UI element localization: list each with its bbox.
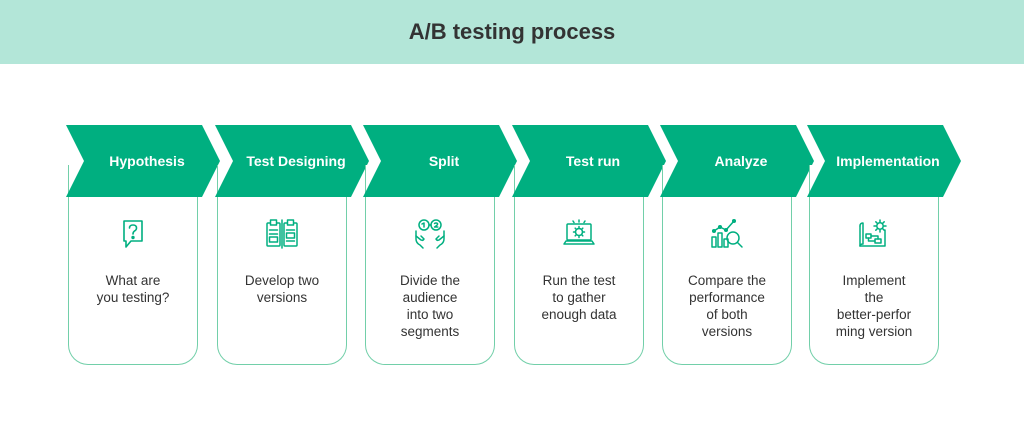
step-description: Run the test to gather enough data [541, 273, 617, 322]
step-description: Develop two versions [244, 273, 320, 305]
laptop-gear-icon [562, 217, 596, 251]
step-description: What are you testing? [96, 273, 170, 305]
step-description: Implement the better-perfor ming version [835, 273, 913, 339]
step-label: Hypothesis [109, 153, 185, 169]
step-chevron: Split [363, 125, 517, 197]
step-card [662, 165, 792, 365]
title-banner: A/B testing process [0, 0, 1024, 64]
step-label: Test run [565, 153, 621, 169]
step-chevron: Test Designing [215, 125, 369, 197]
step-test-designing: Test Designing Develop two versions [215, 125, 369, 368]
step-label: Analyze [714, 153, 768, 169]
step-label: Test Designing [246, 153, 346, 169]
step-card [217, 165, 347, 365]
step-card [365, 165, 495, 365]
step-split: Split Divide the audience into two segme… [363, 125, 517, 368]
step-description: Divide the audience into two segments [399, 273, 461, 339]
step-card [514, 165, 644, 365]
step-chevron: Implementation [807, 125, 961, 197]
step-label: Implementation [836, 153, 940, 169]
step-chevron: Analyze [660, 125, 814, 197]
step-implementation: Implementation Implement the better-perf… [807, 125, 961, 368]
step-label: Split [428, 153, 460, 169]
step-hypothesis: Hypothesis What are you testing? [66, 125, 220, 368]
ab-layout-icon [265, 217, 299, 251]
split-hands-icon [413, 217, 447, 251]
chart-magnifier-icon [710, 217, 744, 251]
step-chevron: Hypothesis [66, 125, 220, 197]
question-bubble-icon [116, 217, 150, 251]
blueprint-gear-icon [857, 217, 891, 251]
step-chevron: Test run [512, 125, 666, 197]
page-title: A/B testing process [408, 19, 616, 44]
step-description: Compare the performance of both versions [687, 273, 767, 339]
step-card [809, 165, 939, 365]
step-card [68, 165, 198, 365]
step-test-run: Test run Run the test to gather enough d… [512, 125, 666, 368]
step-analyze: Analyze Compare the performance of both … [660, 125, 814, 368]
